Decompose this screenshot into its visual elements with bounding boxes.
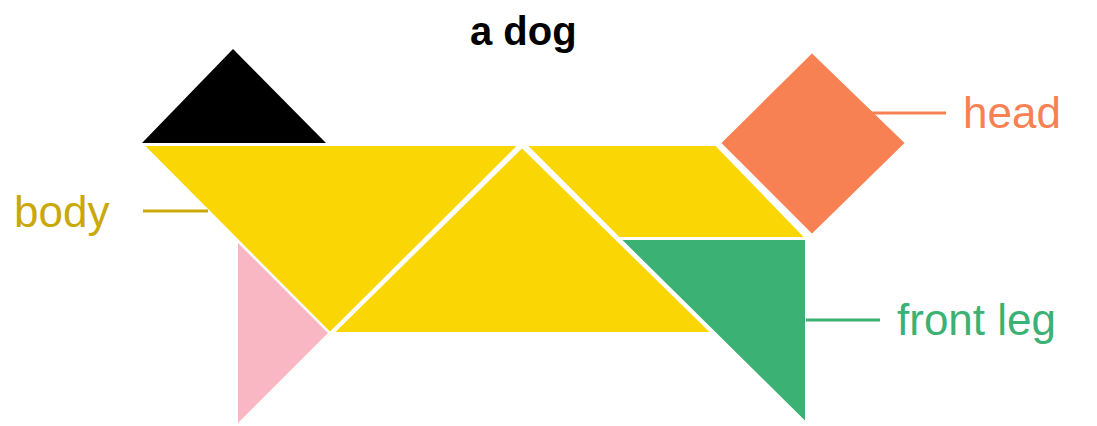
ear-triangle [142, 49, 326, 143]
part-label: body [14, 190, 109, 234]
part-label: head [963, 91, 1061, 135]
head-square [720, 52, 906, 235]
back-leg-triangle [238, 243, 328, 423]
leader-line [806, 319, 880, 322]
front-leg-triangle [620, 239, 806, 423]
leader-line [870, 112, 946, 115]
part-label: front leg [897, 298, 1056, 342]
diagram-title: a dog [470, 11, 577, 51]
leader-line [143, 210, 208, 213]
